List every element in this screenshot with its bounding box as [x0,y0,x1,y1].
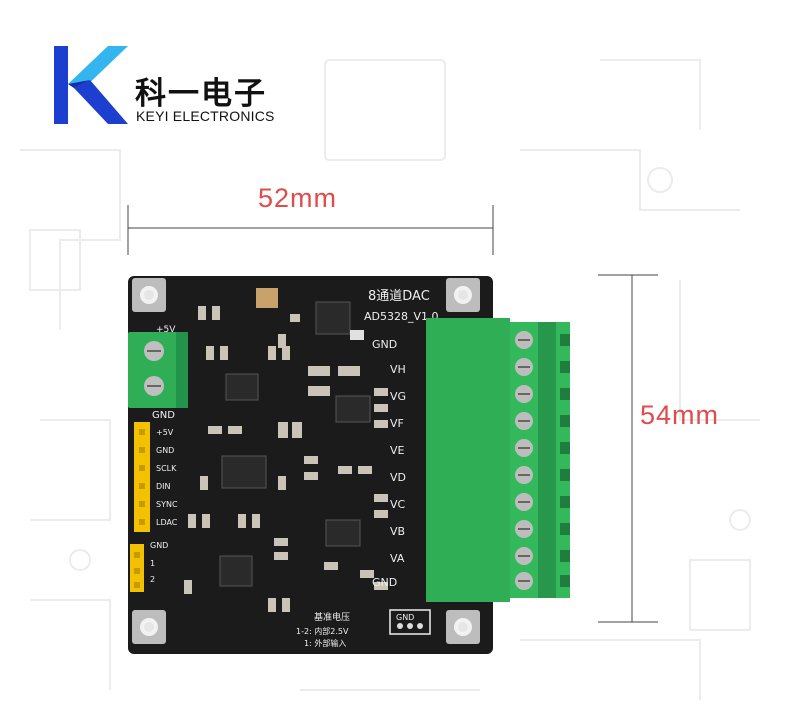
terminal-screws [515,331,533,590]
width-dimension-label: 52mm [258,183,338,213]
out-label-vc: VC [390,498,406,511]
ref-voltage-line1: 1-2: 内部2.5V [296,626,349,636]
jumper-label-1: 1 [150,559,155,568]
tantalum-capacitor [256,288,278,308]
chips [219,301,371,587]
out-label-ve: VE [390,444,405,457]
pin-label-sclk: SCLK [156,464,177,473]
out-label-vb: VB [390,525,405,538]
jumper-label-gnd: GND [150,541,168,550]
reference-jumper [130,544,144,592]
pin-label-5v: +5V [156,428,174,437]
pin-label-sync: SYNC [156,500,178,509]
power-label: +5V [156,325,176,335]
capacitor-c42 [350,330,364,340]
power-terminal [128,332,188,408]
keyi-logo [54,46,128,124]
output-terminal-block [426,318,570,602]
out-label-vh: VH [390,363,406,376]
gnd-test-box [389,609,431,635]
out-label-vg: VG [390,390,406,403]
height-dimension-label: 54mm [640,400,720,430]
out-label-gnd-top: GND [372,338,397,351]
pcb-body [128,276,493,654]
mounting-holes [132,278,480,644]
dac-board: 8通道DAC AD5328_V1.0 +5V GND +5V GND SCLK … [128,276,493,654]
pin-header [134,422,150,532]
pin-label-din: DIN [156,482,171,491]
ref-voltage-line2: 1: 外部输入 [304,638,346,648]
brand-name-cn: 科一电子 [135,76,267,112]
pin-label-gnd: GND [156,446,174,455]
out-label-va: VA [390,552,405,565]
pin-label-ldac: LDAC [156,518,178,527]
out-label-gnd-bottom: GND [372,576,397,589]
out-label-vf: VF [390,417,404,430]
jumper-label-2: 2 [150,575,155,584]
ref-voltage-title: 基准电压 [314,611,350,623]
out-label-vd: VD [390,471,406,484]
brand-name-en: KEYI ELECTRONICS [136,108,275,124]
board-title: 8通道DAC [368,289,430,304]
passive-components [184,306,388,612]
power-gnd-label: GND [152,410,175,421]
board-model: AD5328_V1.0 [364,310,439,323]
gnd-box-label: GND [396,613,414,622]
